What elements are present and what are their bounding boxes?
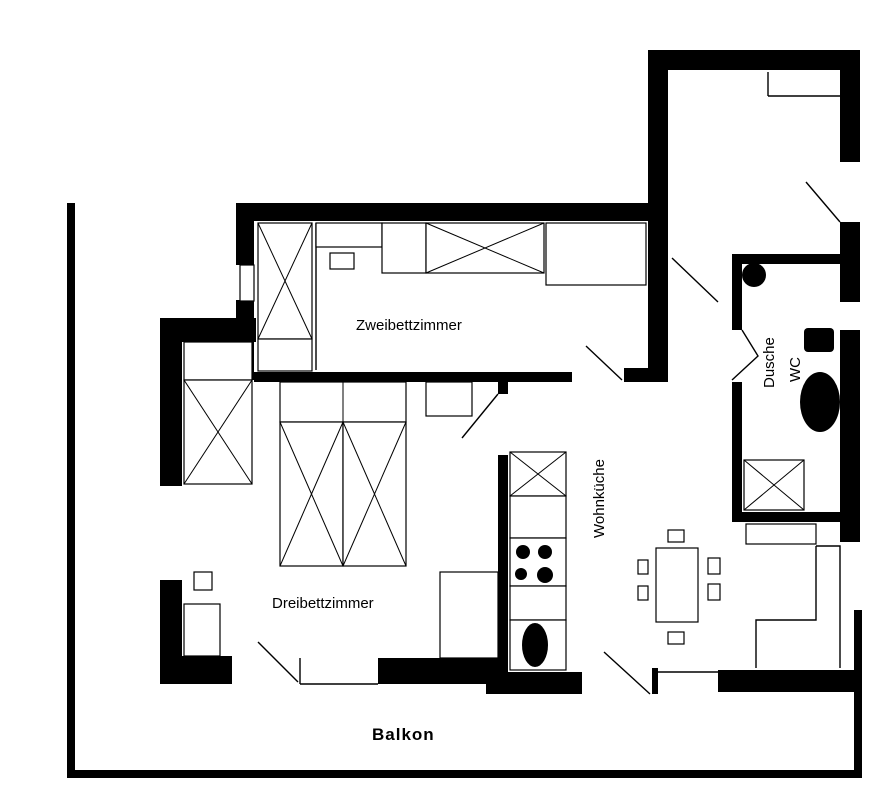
dreibettzimmer-furniture	[183, 341, 499, 659]
room-label-dusche: Dusche	[761, 337, 778, 388]
toilet-icon	[800, 372, 840, 432]
dining-table	[637, 529, 721, 645]
washbasin-icon	[804, 328, 834, 352]
balcony-outline	[67, 203, 862, 778]
stove-burner-icon	[538, 545, 552, 559]
kitchen-counter	[509, 451, 567, 671]
room-label-wohnkueche: Wohnküche	[591, 459, 608, 538]
zweibettzimmer-furniture	[257, 222, 647, 372]
stove-burner-icon	[537, 567, 553, 583]
doors	[257, 72, 841, 695]
walls	[160, 50, 862, 694]
room-label-zweibettzimmer: Zweibettzimmer	[356, 317, 462, 334]
stove-burner-icon	[515, 568, 527, 580]
shower-drain-icon	[742, 263, 766, 287]
window-stub	[239, 264, 255, 302]
room-label-dreibettzimmer: Dreibettzimmer	[272, 595, 374, 612]
room-label-wc: WC	[787, 357, 804, 382]
stove-burner-icon	[516, 545, 530, 559]
room-label-balkon: Balkon	[372, 725, 435, 744]
bathroom-fixtures	[742, 263, 841, 668]
sink-icon	[522, 623, 548, 667]
